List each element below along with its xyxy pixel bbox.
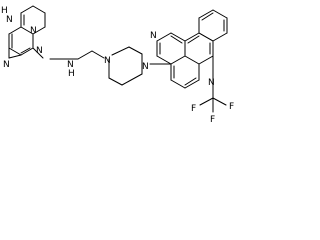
piperazine-n1-label: N (104, 56, 111, 66)
cf3-f2-label: F (191, 104, 196, 114)
trifluoromethyl-group (199, 55, 227, 113)
piperazine-n4-label: N (142, 62, 149, 72)
purine-n9-label: N (6, 15, 13, 25)
naphthyridine-ring (149, 32, 214, 89)
amine-n-label: N (67, 60, 74, 70)
phenyl-ring (198, 9, 228, 42)
molecule-structure-diagram: H N N N N N H N N (1, 5, 234, 125)
amine-h-label: H (68, 69, 75, 79)
purine-n7-label: N (3, 60, 10, 70)
cf3-f1-label: F (229, 102, 234, 112)
purine-ring (8, 5, 46, 59)
cf3-f3-label: F (210, 115, 215, 125)
piperazine-ring (108, 46, 143, 86)
purine-n3-label: N (36, 46, 43, 56)
ethylene-linker (49, 50, 105, 60)
purine-hydrogen-label: H (1, 6, 8, 16)
naphthyridine-n6-label: N (150, 31, 157, 41)
purine-n1-label: N (30, 26, 37, 36)
naphthyridine-n1-label: N (208, 78, 215, 88)
